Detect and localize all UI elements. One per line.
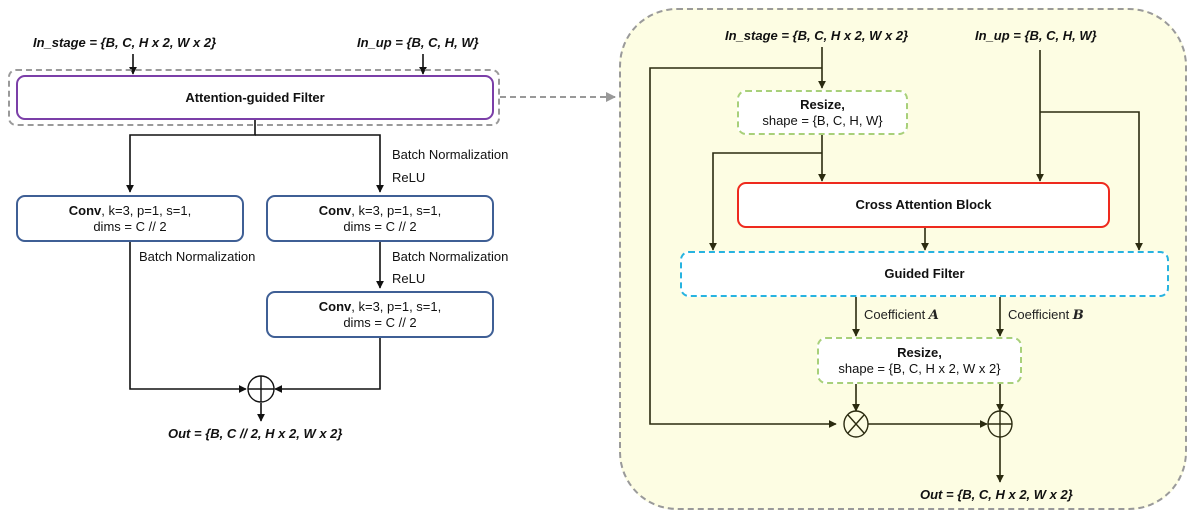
branch-split-right: [255, 134, 384, 193]
conv-box-right-1: Conv, k=3, p=1, s=1, dims = C // 2: [266, 195, 494, 242]
conv-dims: dims = C // 2: [93, 218, 167, 234]
conv-dims: dims = C // 2: [343, 218, 417, 234]
agf-label: Attention-guided Filter: [185, 89, 325, 105]
label-batch-norm-2: Batch Normalization: [392, 249, 509, 264]
right-to-sum: [274, 336, 381, 393]
branch-split: [126, 120, 256, 193]
conv-params: , k=3, p=1, s=1,: [101, 202, 192, 218]
conv-dims: dims = C // 2: [343, 314, 417, 330]
guided-filter-box: Guided Filter: [680, 251, 1169, 297]
resize-box-upsample: Resize, shape = {B, C, H x 2, W x 2}: [817, 337, 1022, 384]
mult-node: [843, 410, 869, 438]
resize-title: Resize,: [800, 96, 845, 112]
coefficient-a-label: Coefficient A: [864, 307, 939, 323]
r-in-up-to-gf: [1040, 111, 1143, 251]
conv-box-right-2: Conv, k=3, p=1, s=1, dims = C // 2: [266, 291, 494, 338]
sum-node-right: [987, 410, 1013, 438]
agf-highlight-frame: [8, 69, 500, 126]
cross-attention-label: Cross Attention Block: [855, 197, 992, 212]
r-in-stage-skip: [649, 67, 837, 428]
attention-guided-filter-box: Attention-guided Filter: [16, 75, 494, 120]
conv-box-left: Conv, k=3, p=1, s=1, dims = C // 2: [16, 195, 244, 242]
label-batch-norm-left: Batch Normalization: [139, 249, 256, 264]
conv-params: , k=3, p=1, s=1,: [351, 202, 442, 218]
input-up-label: In_up = {B, C, H, W}: [357, 35, 479, 50]
coefficient-b-label: Coefficient B: [1008, 307, 1084, 323]
label-relu-1: ReLU: [392, 170, 426, 185]
resize-shape: shape = {B, C, H, W}: [762, 112, 883, 128]
guided-filter-label: Guided Filter: [884, 266, 965, 281]
detail-input-up-label: In_up = {B, C, H, W}: [975, 28, 1097, 43]
cross-attention-block: Cross Attention Block: [737, 182, 1110, 228]
resize-title: Resize,: [897, 344, 942, 360]
output-label: Out = {B, C // 2, H x 2, W x 2}: [168, 426, 343, 441]
detail-input-stage-label: In_stage = {B, C, H x 2, W x 2}: [725, 28, 909, 43]
label-batch-norm-1: Batch Normalization: [392, 147, 509, 162]
detail-output-label: Out = {B, C, H x 2, W x 2}: [920, 487, 1073, 502]
input-stage-label: In_stage = {B, C, H x 2, W x 2}: [33, 35, 217, 50]
conv-op: Conv: [318, 202, 352, 218]
conv-params: , k=3, p=1, s=1,: [351, 298, 442, 314]
resize-shape: shape = {B, C, H x 2, W x 2}: [838, 360, 1001, 376]
sum-node-left: [247, 375, 275, 403]
conv-op: Conv: [318, 298, 352, 314]
conv-op: Conv: [68, 202, 102, 218]
label-relu-2: ReLU: [392, 271, 426, 286]
r-resize-to-gf: [709, 152, 822, 251]
resize-box-downsample: Resize, shape = {B, C, H, W}: [737, 90, 908, 135]
left-skip-to-sum: [129, 242, 247, 393]
